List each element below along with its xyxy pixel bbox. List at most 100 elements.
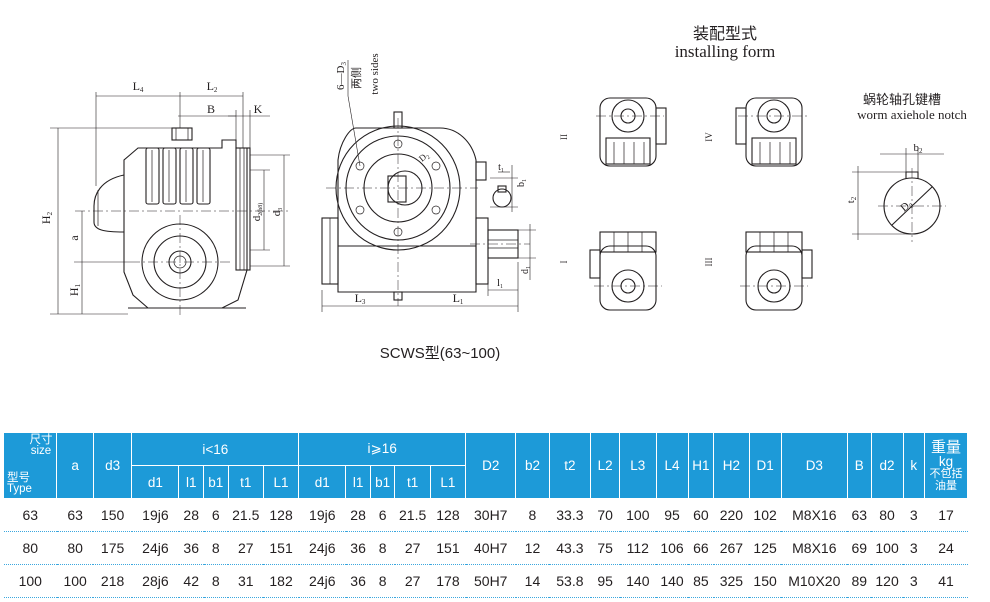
svg-text:l1: l1 bbox=[497, 277, 503, 290]
label-two-sides-cn: 两侧 bbox=[350, 67, 363, 89]
label-l1: l bbox=[497, 277, 500, 289]
table-cell: 102 bbox=[749, 498, 782, 532]
table-cell: 42 bbox=[178, 564, 204, 598]
table-cell: 27 bbox=[394, 531, 431, 565]
header-col: L3 bbox=[619, 432, 657, 499]
table-cell: 36 bbox=[345, 564, 371, 598]
label-d3: d bbox=[271, 210, 283, 216]
header-sub-lt: b1 bbox=[203, 465, 229, 499]
figure-caption: SCWS型(63~100) bbox=[379, 345, 501, 362]
header-sub-ge: d1 bbox=[298, 465, 347, 499]
label-H1: H bbox=[67, 287, 81, 296]
header-sub-ge: L1 bbox=[429, 465, 467, 499]
table-cell: 150 bbox=[749, 564, 782, 598]
table-cell: 80 bbox=[3, 531, 57, 565]
table-cell: 63 bbox=[56, 498, 94, 532]
table-cell: 40H7 bbox=[465, 531, 516, 565]
label-L2: L bbox=[207, 79, 214, 93]
header-col: d2 bbox=[870, 432, 904, 499]
header-sub-lt: d1 bbox=[131, 465, 180, 499]
table-cell: 8 bbox=[370, 564, 395, 598]
table-cell: 128 bbox=[430, 498, 466, 532]
label-two-sides-en: two sides bbox=[369, 53, 381, 94]
install-position-ii bbox=[596, 97, 667, 167]
header-col: b2 bbox=[515, 432, 550, 499]
header-sub-ge: b1 bbox=[369, 465, 396, 499]
header-col: D1 bbox=[748, 432, 782, 499]
table-cell: 28 bbox=[345, 498, 371, 532]
table-cell: 53.8 bbox=[549, 564, 591, 598]
table-cell: 24j6 bbox=[298, 531, 346, 565]
table-cell: 120 bbox=[871, 564, 904, 598]
table-cell: 218 bbox=[93, 564, 132, 598]
table-cell: 220 bbox=[713, 498, 750, 532]
table-cell: 100 bbox=[871, 531, 904, 565]
notch-title-cn: 蜗轮轴孔键槽 bbox=[863, 92, 941, 108]
table-cell: 125 bbox=[749, 531, 782, 565]
side-view: L4 L2 B K H2 a H1 d2(h8) d3 bbox=[39, 79, 290, 318]
notch-detail: b2 t2 D2 bbox=[845, 142, 946, 242]
table-cell: 75 bbox=[590, 531, 620, 565]
table-cell: 6 bbox=[203, 498, 229, 532]
table-cell: 106 bbox=[656, 531, 689, 565]
table-cell: 8 bbox=[370, 531, 395, 565]
header-sub-lt: l1 bbox=[178, 465, 205, 499]
table-cell: 36 bbox=[178, 531, 204, 565]
table-cell: 128 bbox=[263, 498, 299, 532]
label-L1: L bbox=[453, 291, 460, 305]
table-cell: 27 bbox=[228, 531, 264, 565]
label-d2: d bbox=[251, 215, 263, 221]
label-position-i: I bbox=[559, 261, 569, 264]
table-cell: M10X20 bbox=[781, 564, 848, 598]
table-cell: 31 bbox=[228, 564, 264, 598]
table-cell: 89 bbox=[847, 564, 872, 598]
svg-text:L4: L4 bbox=[133, 79, 144, 94]
label-t2: t bbox=[845, 200, 857, 203]
table-cell: 63 bbox=[3, 498, 57, 532]
notch-title-en: worm axiehole notch bbox=[857, 107, 967, 122]
label-b1: b bbox=[516, 182, 527, 187]
table-cell: 175 bbox=[93, 531, 132, 565]
svg-text:t1: t1 bbox=[498, 162, 504, 174]
table-cell: 8 bbox=[515, 498, 550, 532]
header-col: H1 bbox=[687, 432, 715, 499]
header-col: D3 bbox=[780, 432, 848, 499]
header-col: k bbox=[902, 432, 926, 499]
installing-title-cn: 装配型式 bbox=[693, 24, 757, 43]
header-sub-lt: t1 bbox=[227, 465, 264, 499]
label-position-iii: III bbox=[704, 258, 714, 267]
header-col: L4 bbox=[655, 432, 689, 499]
header-sub-ge: t1 bbox=[394, 465, 431, 499]
label-position-iv: IV bbox=[704, 132, 714, 142]
table-cell: 69 bbox=[847, 531, 872, 565]
table-cell: 21.5 bbox=[394, 498, 431, 532]
svg-text:D2: D2 bbox=[898, 197, 916, 215]
label-K: K bbox=[254, 102, 263, 116]
table-header-row-2: d1 l1 b1 t1 L1 d1 l1 b1 t1 L1 bbox=[4, 465, 968, 499]
table-cell: 8 bbox=[203, 564, 229, 598]
header-col: L2 bbox=[590, 432, 621, 499]
table-cell: 28 bbox=[178, 498, 204, 532]
table-cell: 140 bbox=[619, 564, 656, 598]
table-cell: 100 bbox=[56, 564, 94, 598]
header-col: B bbox=[846, 432, 872, 499]
table-cell: 19j6 bbox=[298, 498, 346, 532]
table-cell: 325 bbox=[713, 564, 750, 598]
install-position-i bbox=[589, 231, 662, 311]
svg-text:b1: b1 bbox=[516, 179, 528, 187]
svg-text:d1: d1 bbox=[520, 266, 532, 274]
table-cell: 36 bbox=[345, 531, 371, 565]
installing-title-en: installing form bbox=[675, 42, 776, 61]
table-cell: 151 bbox=[430, 531, 466, 565]
table-cell: 70 bbox=[590, 498, 620, 532]
svg-text:L3: L3 bbox=[355, 291, 366, 306]
label-b2: b bbox=[914, 142, 920, 154]
table-cell: 80 bbox=[871, 498, 904, 532]
svg-text:H2: H2 bbox=[39, 211, 54, 224]
svg-text:H1: H1 bbox=[67, 283, 82, 296]
table-cell: 66 bbox=[688, 531, 714, 565]
technical-drawing: L4 L2 B K H2 a H1 d2(h8) d3 bbox=[39, 24, 967, 318]
table-cell: 8 bbox=[203, 531, 229, 565]
